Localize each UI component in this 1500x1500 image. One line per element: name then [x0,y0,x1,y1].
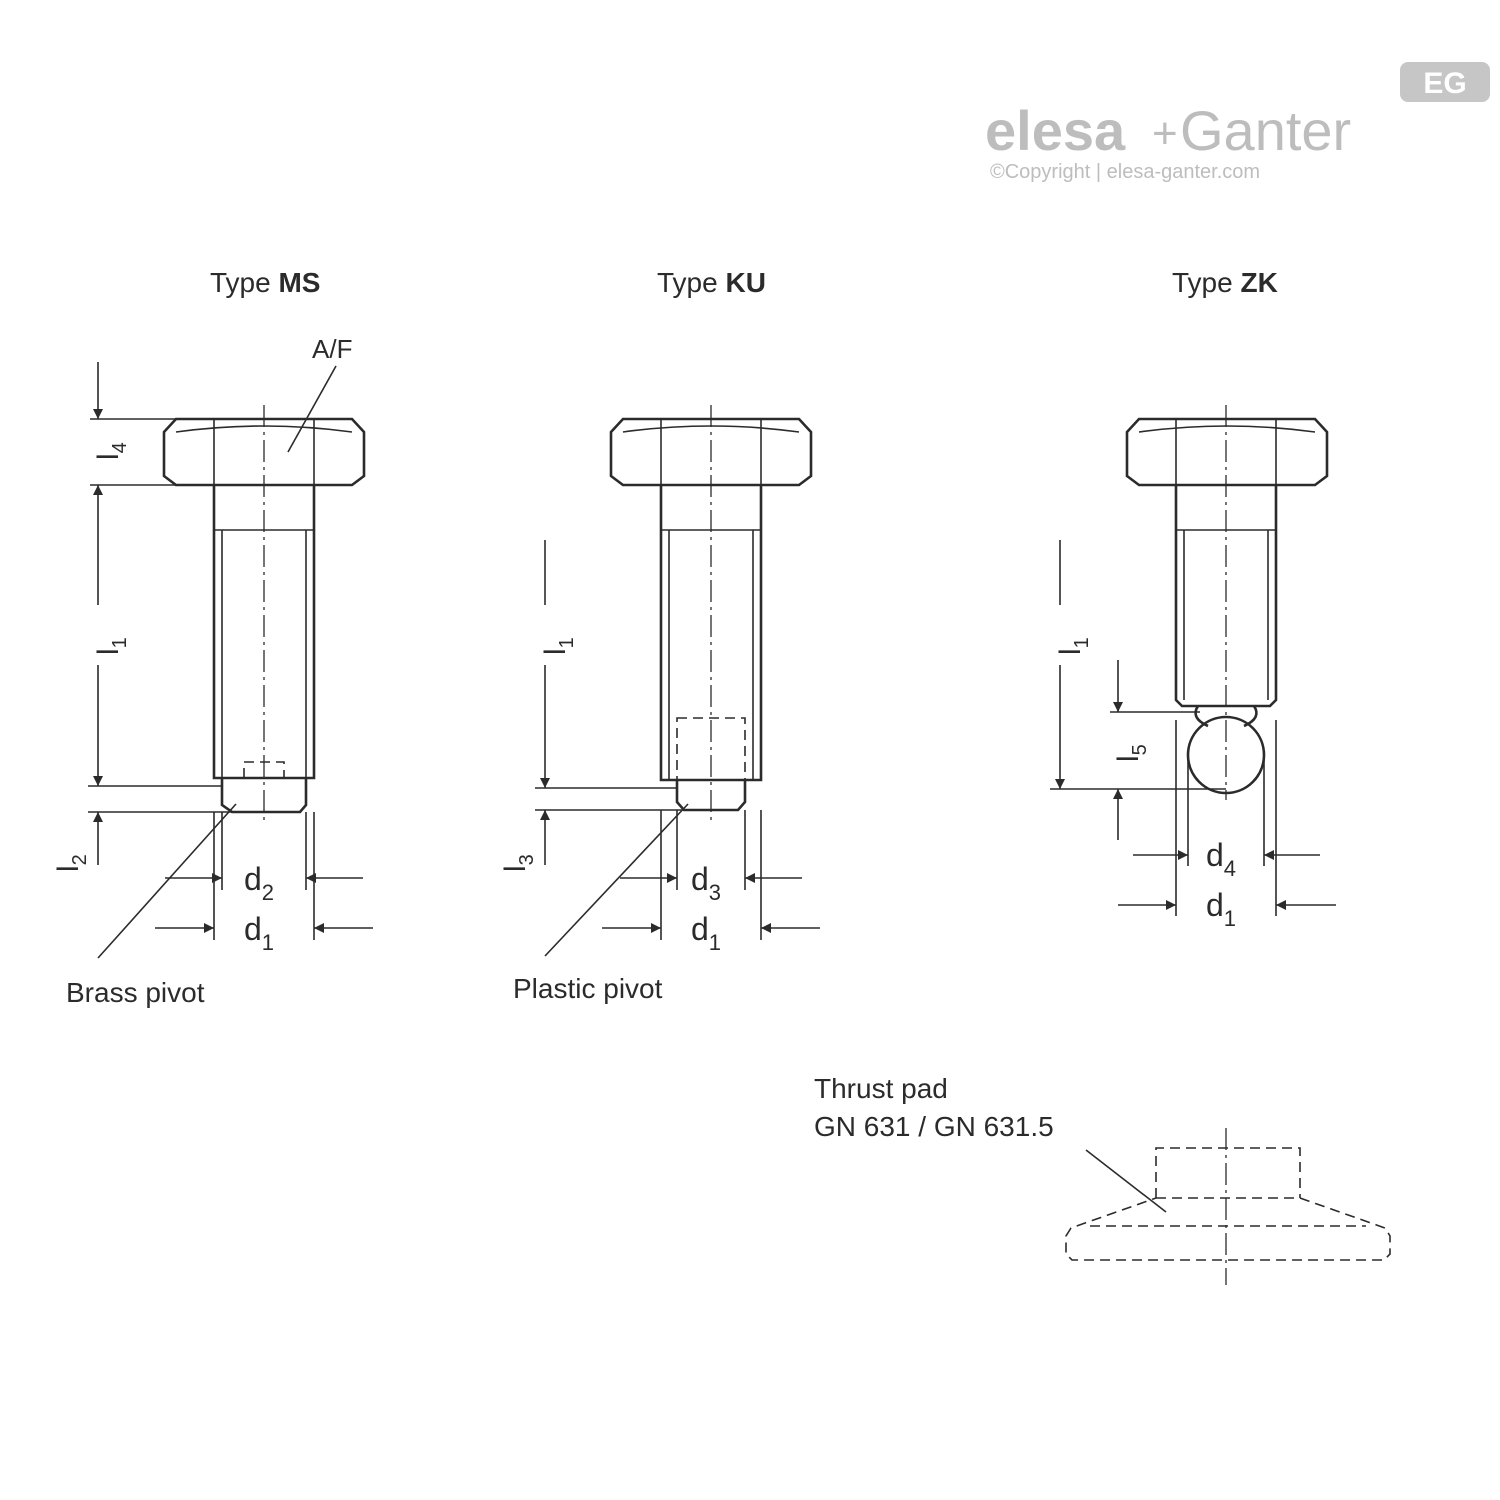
dim-letter: d [1206,887,1224,923]
dim-sub: 3 [709,880,721,905]
bolt-type-ku: l1 l3 d3 d1 Plastic pivot [499,405,820,1004]
thrust-pad-leader [1085,1149,1167,1213]
dim-letter: d [691,861,709,897]
dim-letter: l [52,865,85,872]
thrust-pad: Thrust pad GN 631 / GN 631.5 [814,1073,1391,1285]
hex-head [162,417,366,487]
dim-sub: 1 [1071,637,1093,648]
dim-l5: l5 [1112,744,1151,762]
dim-letter: l [92,453,125,460]
type-code: MS [278,267,320,298]
shank [212,485,316,780]
brand-badge: EG [1423,67,1466,100]
dim-letter: l [1112,755,1145,762]
pivot-hole [676,717,746,781]
hex-chamfer [1138,425,1316,433]
hex-head [609,417,813,487]
dim-letter: d [244,911,262,947]
thrust-pad-base [1065,1197,1391,1261]
dim-sub: 1 [109,637,131,648]
title-type-zk: Type ZK [1172,267,1278,298]
title-type-ms: Type MS [210,267,320,298]
dim-l3: l3 [499,854,538,872]
dim-letter: d [691,911,709,947]
brand-name-left: elesa [985,99,1126,162]
dim-sub: 4 [109,442,131,453]
dim-d1: d1 [691,911,721,955]
dim-l2: l2 [52,854,91,872]
dim-letter: d [244,861,262,897]
type-prefix: Type [1172,267,1233,298]
bolt-type-zk: l1 l5 d4 d1 [1050,405,1336,931]
dim-sub: 2 [262,880,274,905]
dim-sub: 1 [556,637,578,648]
af-leader [287,365,337,453]
thrust-pad-label: Thrust pad [814,1073,948,1104]
brass-pivot [220,778,308,814]
dim-sub: 2 [69,854,91,865]
dim-l1: l1 [92,637,131,655]
dim-l1: l1 [539,637,578,655]
dim-d1: d1 [1206,887,1236,931]
brand-logo: EG elesa + Ganter ©Copyright | elesa-gan… [985,62,1490,183]
dim-d1: d1 [244,911,274,955]
dim-sub: 1 [1224,906,1236,931]
brass-pivot-label: Brass pivot [66,977,205,1008]
brand-badge-box [1400,62,1490,102]
dim-l4: l4 [92,442,131,460]
brand-name-right: Ganter [1180,99,1351,162]
dim-sub: 4 [1224,856,1236,881]
dim-sub: 1 [262,930,274,955]
dim-letter: l [1054,648,1087,655]
dim-l1: l1 [1054,637,1093,655]
plastic-pivot-label: Plastic pivot [513,973,663,1004]
bolt-type-ms: A/F l4 l1 l2 d2 d1 Brass pivot [52,334,373,1008]
pivot-leader [97,803,237,959]
dim-sub: 3 [516,854,538,865]
dim-letter: d [1206,837,1224,873]
dim-letter: l [539,648,572,655]
thrust-pad-top [1155,1147,1301,1198]
brand-plus: + [1152,109,1178,158]
thrust-pad-spec: GN 631 / GN 631.5 [814,1111,1054,1142]
dim-d2: d2 [244,861,274,905]
dim-letter: l [92,648,125,655]
dim-letter: l [499,865,532,872]
type-prefix: Type [657,267,718,298]
type-code: KU [725,267,765,298]
dim-sub: 1 [709,930,721,955]
pivot-leader [544,803,689,957]
title-type-ku: Type KU [657,267,766,298]
dim-d3: d3 [691,861,721,905]
dim-d4: d4 [1206,837,1236,881]
type-code: ZK [1240,267,1277,298]
brand-copyright: ©Copyright | elesa-ganter.com [990,161,1260,183]
af-label: A/F [312,334,352,364]
hex-head [1125,417,1329,487]
dim-sub: 5 [1129,744,1151,755]
type-prefix: Type [210,267,271,298]
